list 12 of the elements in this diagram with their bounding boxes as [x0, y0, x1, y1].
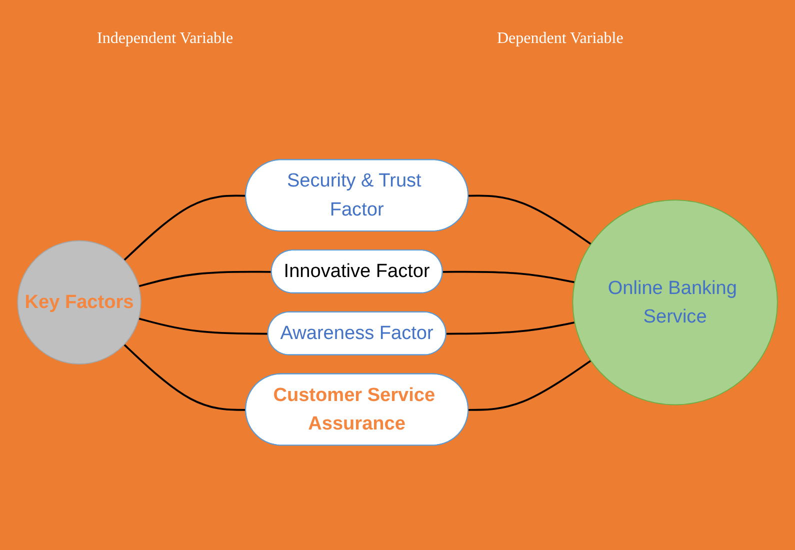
connector	[138, 318, 268, 335]
node-circle: Key Factors	[17, 240, 142, 365]
connector	[138, 270, 272, 288]
connector	[446, 322, 575, 335]
node-circle: Online Banking Service	[572, 200, 778, 406]
connector	[124, 194, 246, 261]
connector	[468, 194, 592, 246]
connector	[468, 360, 592, 412]
connector	[124, 344, 246, 412]
connector	[442, 270, 575, 284]
column-heading: Independent Variable	[97, 30, 234, 48]
column-heading: Dependent Variable	[497, 30, 624, 48]
